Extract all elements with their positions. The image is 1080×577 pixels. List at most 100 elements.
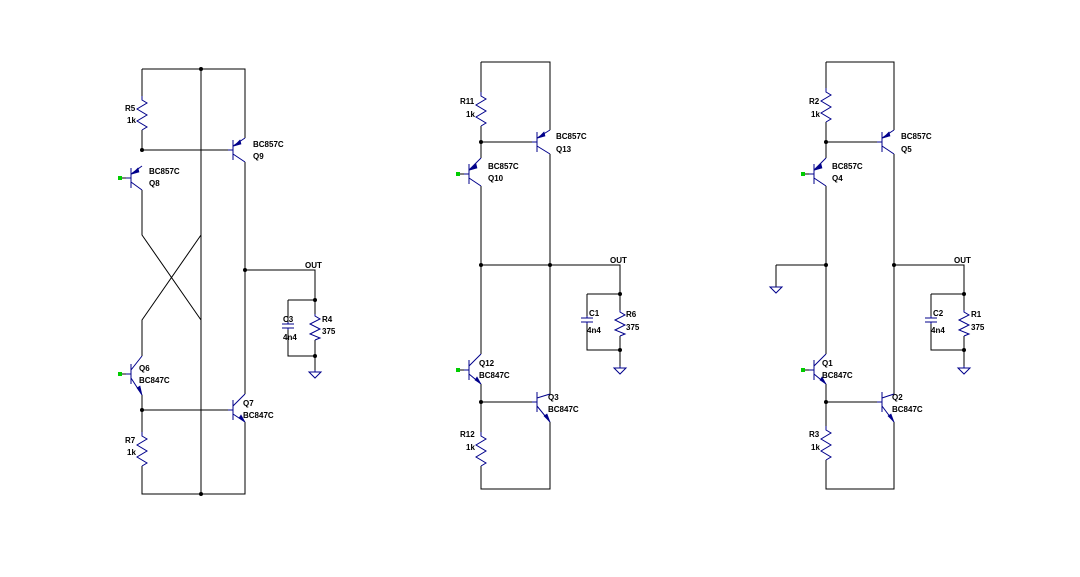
junction-dot [824,140,828,144]
resistor-r1-symbol [957,310,971,337]
r4-value-label: 375 [322,327,336,336]
c1-value-label: 4n4 [587,326,601,335]
q6-base-pin [118,372,122,376]
q9-model-label: BC857C [253,140,284,149]
transistor-q7-symbol [228,393,246,423]
q13-model-label: BC857C [556,132,587,141]
transistor-q9-symbol [228,137,246,163]
q6-ref-label: Q6 [139,364,150,373]
transistor-q4-symbol [809,157,827,187]
wires-right [775,61,965,490]
c3-value-label: 4n4 [283,333,297,342]
junction-dot [479,400,483,404]
ground-symbol [768,286,784,294]
resistor-r7-symbol [136,432,148,467]
r12-ref-label: R12 [460,430,475,439]
out-label: OUT [954,256,971,265]
r3-ref-label: R3 [809,430,820,439]
circuit-left: R5 1k BC857C Q9 BC857C Q8 Q6 BC847C Q7 [118,67,336,496]
q3-model-label: BC847C [548,405,579,414]
q10-model-label: BC857C [488,162,519,171]
q13-ref-label: Q13 [556,145,572,154]
transistor-q10-symbol [464,157,482,187]
junction-dot [962,348,966,352]
q5-ref-label: Q5 [901,145,912,154]
q1-ref-label: Q1 [822,359,833,368]
junction-dot [824,263,828,267]
r11-ref-label: R11 [460,97,475,106]
transistor-q6-symbol [126,355,143,396]
q8-model-label: BC857C [149,167,180,176]
junction-dot [824,400,828,404]
out-label: OUT [610,256,627,265]
q6-model-label: BC847C [139,376,170,385]
q1-model-label: BC847C [822,371,853,380]
q12-ref-label: Q12 [479,359,495,368]
r5-ref-label: R5 [125,104,136,113]
resistor-r11-symbol [475,92,487,127]
transistor-q13-symbol [532,129,551,155]
ground-symbol [307,370,323,379]
transistor-q12-symbol [464,353,482,385]
out-label: OUT [305,261,322,270]
transistor-q1-symbol [809,353,827,385]
resistor-r2-symbol [820,88,832,123]
junction-dot [618,348,622,352]
junction-dot [548,263,552,267]
capacitor-c2-symbol [925,316,937,324]
junction-dot [140,408,144,412]
r11-value-label: 1k [466,110,475,119]
q4-ref-label: Q4 [832,174,843,183]
q7-model-label: BC847C [243,411,274,420]
r12-value-label: 1k [466,443,475,452]
junction-dot [243,268,247,272]
q7-ref-label: Q7 [243,399,254,408]
r6-value-label: 375 [626,323,640,332]
q5-model-label: BC857C [901,132,932,141]
junction-dot [962,292,966,296]
q12-base-pin [456,368,460,372]
ground-symbol [612,366,628,375]
r2-value-label: 1k [811,110,820,119]
c2-value-label: 4n4 [931,326,945,335]
resistor-r3-symbol [820,426,832,461]
q12-model-label: BC847C [479,371,510,380]
wires-middle [458,61,621,490]
c2-ref-label: C2 [933,309,944,318]
q2-model-label: BC847C [892,405,923,414]
r3-value-label: 1k [811,443,820,452]
wires-left [120,68,316,495]
q8-ref-label: Q8 [149,179,160,188]
resistor-r5-symbol [136,96,148,131]
junction-dot [199,492,203,496]
transistor-q3-symbol [532,392,551,423]
r1-ref-label: R1 [971,310,982,319]
r1-value-label: 375 [971,323,985,332]
transistor-q5-symbol [877,129,895,155]
junction-dot [618,292,622,296]
r2-ref-label: R2 [809,97,820,106]
circuit-middle: R11 1k BC857C Q13 BC857C Q10 Q12 BC847C [456,61,640,490]
q10-base-pin [456,172,460,176]
q1-base-pin [801,368,805,372]
q4-model-label: BC857C [832,162,863,171]
capacitor-c1-symbol [581,316,593,324]
c1-ref-label: C1 [589,309,600,318]
r5-value-label: 1k [127,116,136,125]
r6-ref-label: R6 [626,310,637,319]
q10-ref-label: Q10 [488,174,504,183]
junction-dot [313,298,317,302]
r7-value-label: 1k [127,448,136,457]
r7-ref-label: R7 [125,436,136,445]
junction-dot [313,354,317,358]
junction-dot [892,263,896,267]
junction-dot [479,140,483,144]
q3-ref-label: Q3 [548,393,559,402]
junction-dot [199,67,203,71]
junction-dot [479,263,483,267]
resistor-r12-symbol [475,432,487,467]
resistor-r6-symbol [613,310,627,337]
resistor-r4-symbol [308,314,322,341]
q8-base-pin [118,176,122,180]
